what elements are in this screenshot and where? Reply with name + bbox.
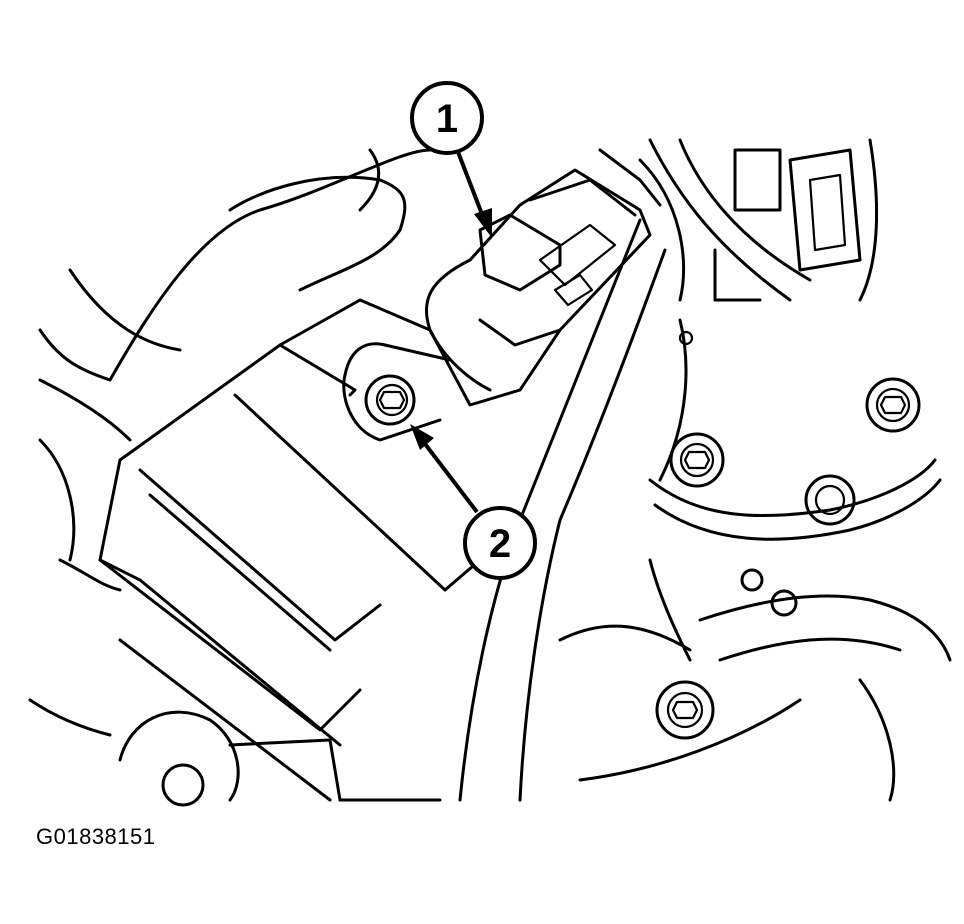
callout-1-number: 1	[436, 97, 458, 141]
module-body	[98, 298, 482, 802]
callout-2: 2	[410, 424, 537, 580]
sensor-connector	[424, 148, 662, 407]
figure-id-label: G01838151	[36, 824, 156, 849]
timing-cover	[558, 318, 952, 802]
callout-2-number: 2	[489, 522, 511, 566]
callout-1: 1	[410, 81, 492, 238]
callout-1-arrowhead	[474, 208, 492, 238]
bracket-and-bolt	[342, 342, 452, 442]
callout-2-arrowhead	[410, 424, 434, 450]
hose-assembly	[648, 138, 879, 302]
engine-housing-outline	[28, 148, 432, 737]
cover-bolts	[655, 330, 921, 740]
lower-boss	[118, 710, 442, 807]
